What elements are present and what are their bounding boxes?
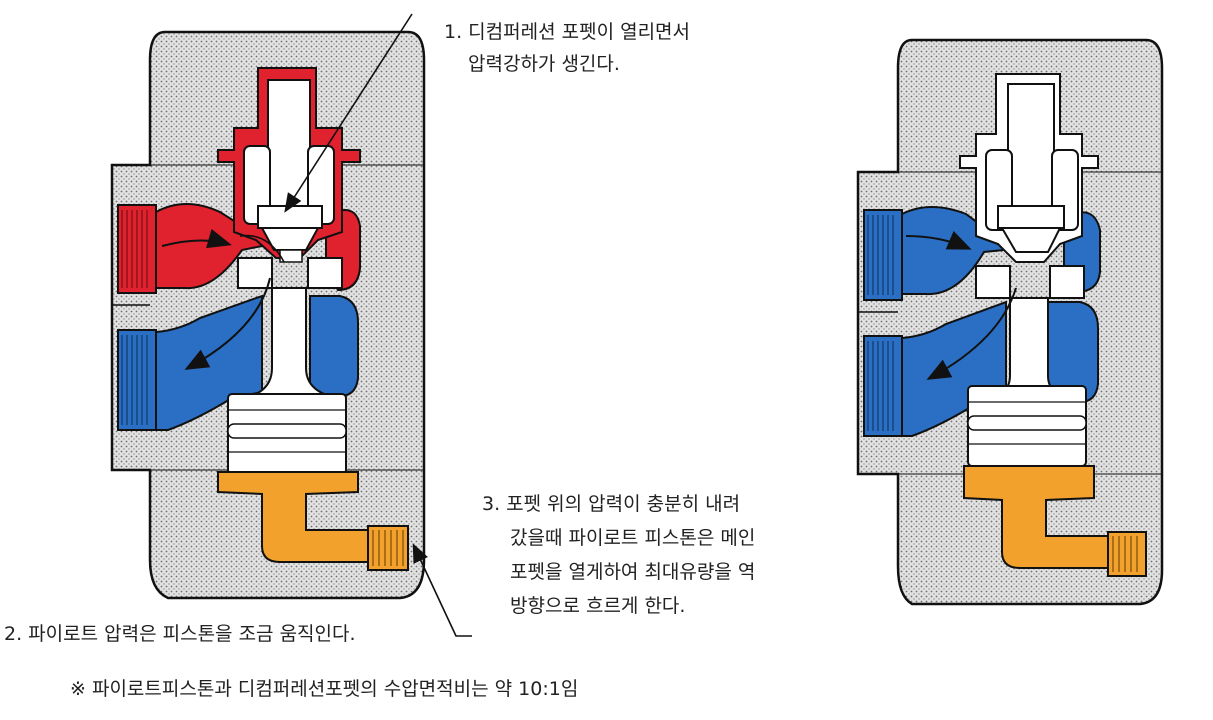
footnote: ※ 파이로트피스톤과 디컴퍼레션포펫의 수압면적비는 약 10:1임 <box>70 678 578 700</box>
label-step3-line2: 갔을때 파이로트 피스톤은 메인 <box>510 527 755 549</box>
label-step3-line4: 방향으로 흐르게 한다. <box>510 595 685 617</box>
label-step3-line3: 포펫을 열게하여 최대유량을 역 <box>510 561 755 583</box>
left-main-piston <box>227 393 347 475</box>
right-main-piston <box>967 385 1087 467</box>
label-step1-line1: 1. 디컴퍼레션 포펫이 열리면서 <box>444 21 690 43</box>
left-poppet-chamber <box>217 67 361 263</box>
label-step3-line1: 3. 포펫 위의 압력이 충분히 내려 <box>482 493 740 515</box>
label-step2: 2. 파이로트 압력은 피스톤을 조금 움직인다. <box>4 623 356 645</box>
leader-step1 <box>284 13 413 213</box>
left-pilot-chamber <box>217 471 409 571</box>
right-valve <box>856 38 1164 606</box>
right-poppet-chamber <box>959 73 1099 263</box>
label-step1-line2: 압력강하가 생긴다. <box>468 53 620 75</box>
right-pilot-chamber <box>963 465 1147 577</box>
left-valve <box>110 30 426 600</box>
leader-step2 <box>412 543 472 637</box>
